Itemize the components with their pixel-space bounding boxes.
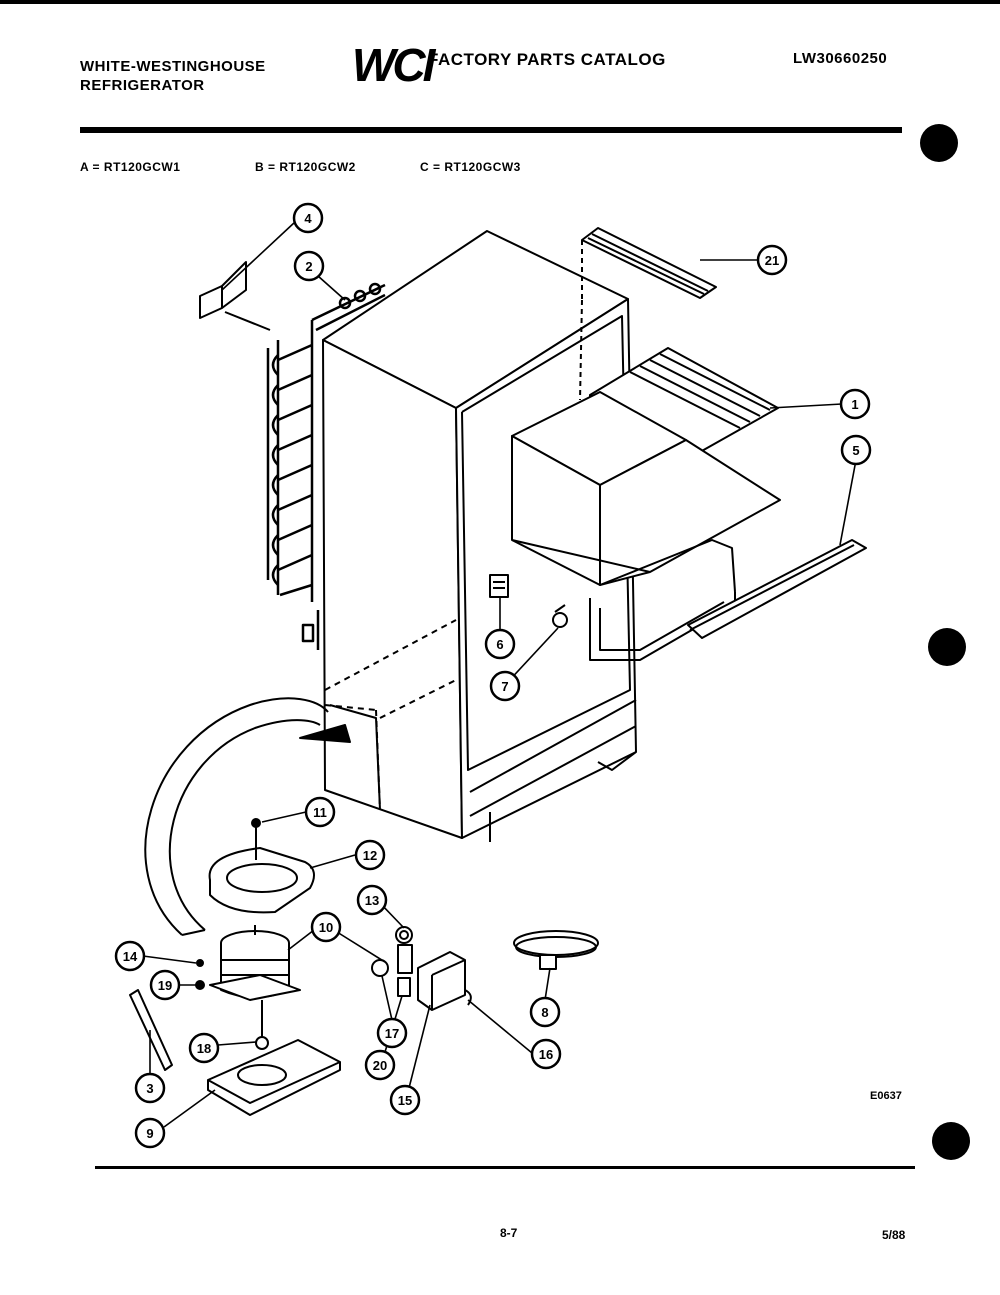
footer-rule	[95, 1166, 915, 1169]
model-a: A = RT120GCW1	[80, 160, 181, 174]
mounting-plate	[207, 1000, 341, 1116]
svg-text:1: 1	[851, 397, 858, 412]
model-b: B = RT120GCW2	[255, 160, 356, 174]
svg-text:8: 8	[541, 1005, 548, 1020]
binder-hole-top	[920, 124, 958, 162]
callout-2: 2	[293, 250, 325, 282]
revision-date: 5/88	[882, 1228, 906, 1242]
top-strip	[579, 227, 717, 401]
drain-pan	[208, 818, 315, 914]
svg-text:2: 2	[305, 259, 312, 274]
callout-13: 13	[356, 884, 388, 916]
relay-assembly	[371, 926, 472, 1011]
svg-text:5: 5	[852, 443, 859, 458]
callout-21: 21	[756, 244, 788, 276]
callout-3: 3	[134, 1072, 166, 1104]
callout-17: 17	[376, 1017, 408, 1049]
callout-15: 15	[389, 1084, 421, 1116]
callout-10: 10	[310, 911, 342, 943]
svg-text:13: 13	[365, 893, 379, 908]
svg-text:17: 17	[385, 1026, 399, 1041]
svg-text:4: 4	[304, 211, 312, 226]
callout-5: 5	[840, 434, 872, 466]
compressor	[209, 925, 301, 1001]
svg-text:16: 16	[539, 1047, 553, 1062]
binder-hole-bottom	[932, 1122, 970, 1160]
svg-text:6: 6	[496, 637, 503, 652]
gasket	[129, 989, 173, 1071]
svg-text:15: 15	[398, 1093, 412, 1108]
callout-12: 12	[354, 839, 386, 871]
svg-text:18: 18	[197, 1041, 211, 1056]
svg-text:3: 3	[146, 1081, 153, 1096]
header-rule	[80, 127, 902, 133]
svg-text:14: 14	[123, 949, 138, 964]
binder-hole-middle	[928, 628, 966, 666]
thermostat-knob	[552, 612, 568, 628]
callout-9: 9	[134, 1117, 166, 1149]
bottom-strip	[687, 539, 867, 639]
svg-text:19: 19	[158, 978, 172, 993]
flow-arrow	[144, 697, 329, 936]
model-c: C = RT120GCW3	[420, 160, 521, 174]
temperature-control	[489, 574, 509, 598]
power-cord	[513, 930, 599, 970]
svg-text:11: 11	[313, 805, 327, 820]
svg-text:9: 9	[146, 1126, 153, 1141]
callout-19: 19	[149, 969, 181, 1001]
page-number: 8-7	[500, 1226, 518, 1240]
bracket	[199, 285, 223, 319]
callout-16: 16	[530, 1038, 562, 1070]
svg-text:7: 7	[501, 679, 508, 694]
callout-1: 1	[839, 388, 871, 420]
svg-text:12: 12	[363, 848, 377, 863]
drawing-code: E0637	[870, 1090, 902, 1102]
wci-logo: WCI	[352, 39, 435, 91]
catalog-number: LW30660250	[793, 50, 888, 67]
svg-text:20: 20	[373, 1058, 387, 1073]
callout-7: 7	[489, 670, 521, 702]
brand-line1: WHITE-WESTINGHOUSE	[80, 58, 266, 75]
callout-8: 8	[529, 996, 561, 1028]
callout-18: 18	[188, 1032, 220, 1064]
catalog-title: FACTORY PARTS CATALOG	[428, 50, 666, 69]
evaporator-shelf	[511, 347, 781, 661]
callout-6: 6	[484, 628, 516, 660]
callout-20: 20	[364, 1049, 396, 1081]
callout-11: 11	[304, 796, 336, 828]
condenser-coil	[266, 282, 386, 650]
svg-text:10: 10	[319, 920, 333, 935]
top-border	[0, 0, 1000, 4]
cabinet-side	[322, 339, 463, 839]
callout-14: 14	[114, 940, 146, 972]
callouts: 4 2 21 1 5 6 7 11 12 10 13 14 19 18 3 9 …	[114, 202, 872, 1149]
brand-line2: REFRIGERATOR	[80, 77, 205, 94]
svg-text:21: 21	[765, 253, 779, 268]
callout-4: 4	[292, 202, 324, 234]
